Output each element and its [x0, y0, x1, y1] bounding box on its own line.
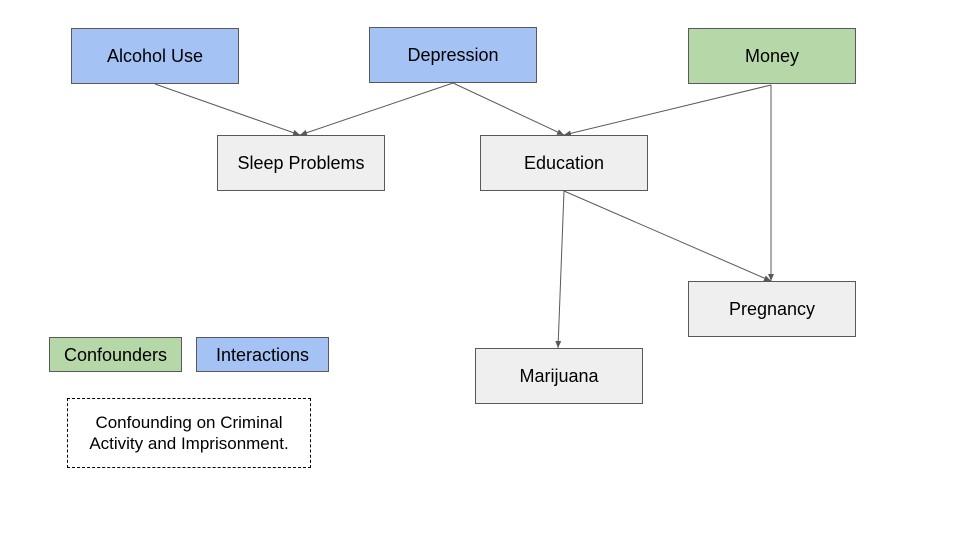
node-alcohol-use-label: Alcohol Use	[106, 46, 204, 66]
edge-depression-to-education	[452, 82, 565, 136]
node-pregnancy-label: Pregnancy	[728, 299, 816, 319]
legend-interactions: Interactions	[196, 337, 329, 372]
legend-interactions-label: Interactions	[215, 344, 310, 365]
edge-alcohol-use-to-sleep-problems	[154, 83, 301, 136]
edge-education-to-marijuana	[555, 190, 565, 349]
node-marijuana[interactable]: Marijuana	[475, 348, 643, 404]
node-alcohol-use[interactable]: Alcohol Use	[71, 28, 239, 84]
node-money-label: Money	[744, 46, 800, 66]
legend-confounders: Confounders	[49, 337, 182, 372]
node-depression[interactable]: Depression	[369, 27, 537, 83]
node-depression-label: Depression	[407, 45, 499, 65]
edge-money-to-education	[563, 84, 772, 137]
node-sleep-problems-label: Sleep Problems	[237, 153, 365, 173]
note-text: Confounding on Criminal Activity and Imp…	[89, 413, 289, 453]
legend-confounders-label: Confounders	[63, 344, 168, 365]
edge-depression-to-sleep-problems	[299, 82, 454, 136]
node-money[interactable]: Money	[688, 28, 856, 84]
edge-education-to-pregnancy	[563, 190, 772, 282]
note-box: Confounding on Criminal Activity and Imp…	[67, 398, 311, 468]
node-pregnancy[interactable]: Pregnancy	[688, 281, 856, 337]
node-education[interactable]: Education	[480, 135, 648, 191]
node-marijuana-label: Marijuana	[519, 366, 599, 386]
node-sleep-problems[interactable]: Sleep Problems	[217, 135, 385, 191]
node-education-label: Education	[523, 153, 605, 173]
